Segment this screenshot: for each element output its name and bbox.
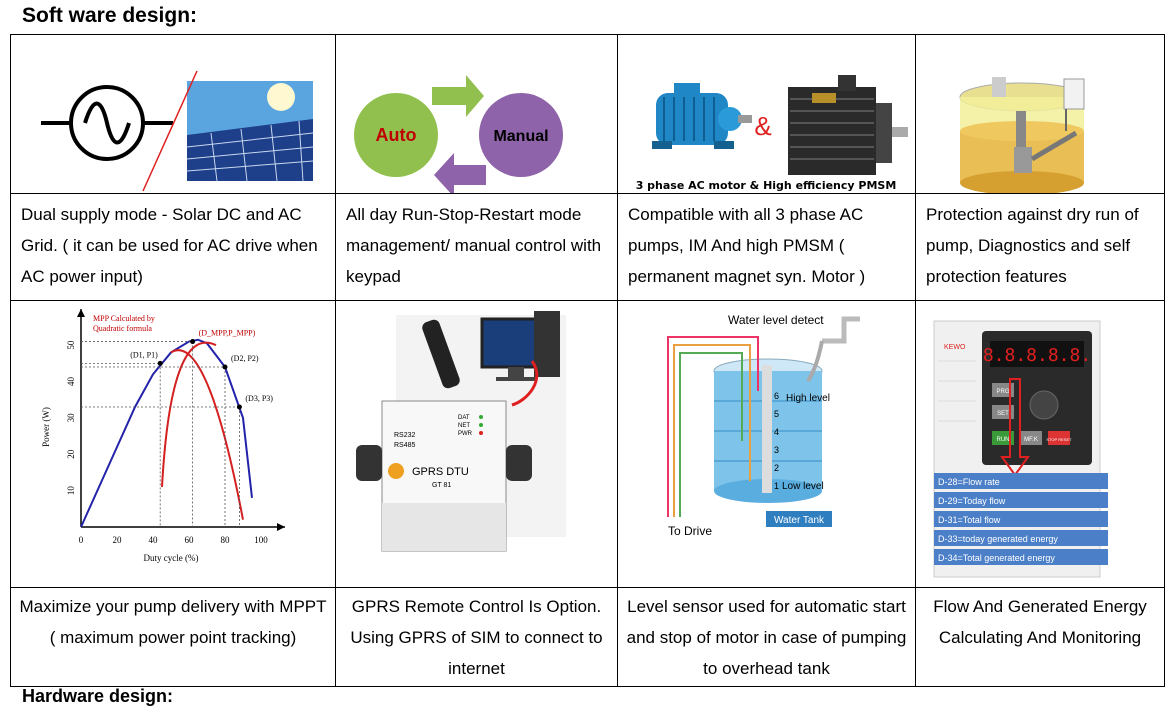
feature-image-gprs: RS232 RS485 DAT NET PWR GPRS DTU GT 81 (335, 300, 618, 588)
y-axis-arrow-icon (77, 309, 85, 317)
x-axis-label: Duty cycle (%) (144, 553, 199, 563)
antenna-icon (422, 319, 460, 389)
feature-caption-auto-manual: All day Run-Stop-Restart mode management… (335, 193, 618, 301)
data-point (222, 364, 228, 370)
ampersand: & (754, 111, 771, 141)
keypad-dial-icon (1029, 390, 1059, 420)
feature-image-keypad: KEWO 8.8.8.8.8. PRG SET RUN MF.K STOP RE… (915, 300, 1165, 588)
y-axis-label: Power (W) (41, 407, 51, 447)
x-tick-label: 60 (185, 535, 195, 545)
key-mfk: MF.K (1024, 437, 1038, 443)
tracking-curve (170, 349, 244, 520)
cutoff-heading: Hardware design: (22, 686, 174, 706)
y-tick-label: 40 (66, 377, 76, 387)
kewo-brand: KEWO (944, 344, 966, 351)
reading-today-energy: D-33=today generated energy (938, 534, 1058, 544)
feature-caption-dry-run: Protection against dry run of pump, Diag… (915, 193, 1165, 301)
high-level-label: High level (786, 393, 830, 404)
feature-table: Auto Manual (10, 34, 1165, 687)
gprs-led-net: NET (458, 423, 470, 429)
feature-image-level-sensor: Water level detect 6 (617, 300, 916, 588)
feature-caption-level-sensor: Level sensor used for automatic start an… (617, 587, 916, 687)
feature-caption-dual-supply: Dual supply mode - Solar DC and AC Grid.… (10, 193, 336, 301)
water-tank-label: Water Tank (774, 515, 825, 526)
solar-panel-icon (186, 81, 314, 182)
gprs-dtu-device (356, 400, 532, 552)
ac-source-icon (41, 85, 173, 161)
feature-caption-mppt: Maximize your pump delivery with MPPT ( … (10, 587, 336, 687)
gprs-led-pwr: PWR (458, 431, 473, 437)
arrow-right-icon (432, 75, 484, 117)
data-point (157, 360, 163, 366)
point-label: (D1, P1) (130, 350, 158, 359)
pmsm-motor-icon (788, 75, 908, 179)
x-tick-label: 0 (79, 535, 84, 545)
feature-image-dual-supply (10, 34, 336, 194)
gprs-led-dat: DAT (458, 415, 470, 421)
key-run: RUN (997, 437, 1010, 443)
reading-today-flow: D-29=Today flow (938, 496, 1006, 506)
gprs-port-rs232: RS232 (394, 432, 416, 439)
feature-image-auto-manual: Auto Manual (335, 34, 618, 194)
point-label: (D_MPP,P_MPP) (199, 329, 256, 338)
level-4: 4 (774, 427, 779, 437)
feature-caption-flow-energy: Flow And Generated Energy Calculating An… (915, 587, 1165, 687)
mpp-annotation-line1: MPP Calculated by (93, 314, 155, 323)
gprs-model: GT 81 (432, 482, 451, 489)
gprs-brand: GPRS DTU (412, 466, 469, 478)
x-tick-label: 40 (149, 535, 159, 545)
y-tick-label: 10 (66, 486, 76, 496)
dry-run-tank-icon (959, 77, 1085, 193)
feature-image-dry-run (915, 34, 1165, 194)
motors-caption: 3 phase AC motor & High efficiency PMSM (636, 179, 897, 192)
gprs-logo-icon (388, 463, 404, 479)
x-tick-label: 100 (254, 535, 268, 545)
arrow-left-icon (434, 153, 486, 193)
page-heading: Soft ware design: (22, 4, 198, 27)
y-tick-label: 20 (66, 449, 76, 459)
water-level-detect-label: Water level detect (728, 313, 824, 327)
down-arrow-icon (1000, 378, 1030, 477)
level-5: 5 (774, 409, 779, 419)
feature-caption-gprs: GPRS Remote Control Is Option. Using GPR… (335, 587, 618, 687)
level-2: 2 (774, 463, 779, 473)
x-tick-label: 20 (113, 535, 123, 545)
power-curve (80, 338, 253, 528)
computer-icon (480, 311, 560, 381)
water-tank-icon (713, 316, 860, 503)
mpp-estimate-curve (161, 341, 217, 488)
level-6: 6 (774, 391, 779, 401)
sensor-wires (667, 336, 759, 517)
feature-image-motors: & 3 phase AC motor & (617, 34, 916, 194)
reading-total-flow: D-31=Total flow (938, 515, 1001, 525)
level-1: 1 (774, 481, 779, 491)
point-label: (D3, P3) (245, 394, 273, 403)
divider-slash (142, 70, 198, 192)
x-axis-arrow-icon (277, 523, 285, 531)
ac-motor-icon (652, 83, 752, 149)
level-3: 3 (774, 445, 779, 455)
data-point (190, 339, 196, 345)
reading-total-energy: D-34=Total generated energy (938, 553, 1055, 563)
key-stop-reset: STOP RESET (1046, 437, 1072, 442)
gprs-port-rs485: RS485 (394, 442, 416, 449)
x-tick-label: 80 (221, 535, 231, 545)
y-tick-label: 50 (66, 340, 76, 350)
reading-flow-rate: D-28=Flow rate (938, 477, 1000, 487)
to-drive-label: To Drive (668, 524, 712, 538)
keypad-display: 8.8.8.8.8. (983, 345, 1091, 366)
data-point (236, 404, 242, 410)
key-prg: PRG (996, 389, 1009, 395)
manual-label: Manual (493, 128, 548, 145)
key-set: SET (997, 411, 1009, 417)
point-label: (D2, P2) (231, 354, 259, 363)
y-tick-label: 30 (66, 413, 76, 423)
mpp-annotation-line2: Quadratic formula (93, 324, 152, 333)
low-level-label: Low level (782, 481, 824, 492)
auto-label: Auto (376, 125, 417, 145)
feature-caption-motors: Compatible with all 3 phase AC pumps, IM… (617, 193, 916, 301)
readings-list: D-28=Flow rate D-29=Today flow D-31=Tota… (934, 473, 1108, 565)
